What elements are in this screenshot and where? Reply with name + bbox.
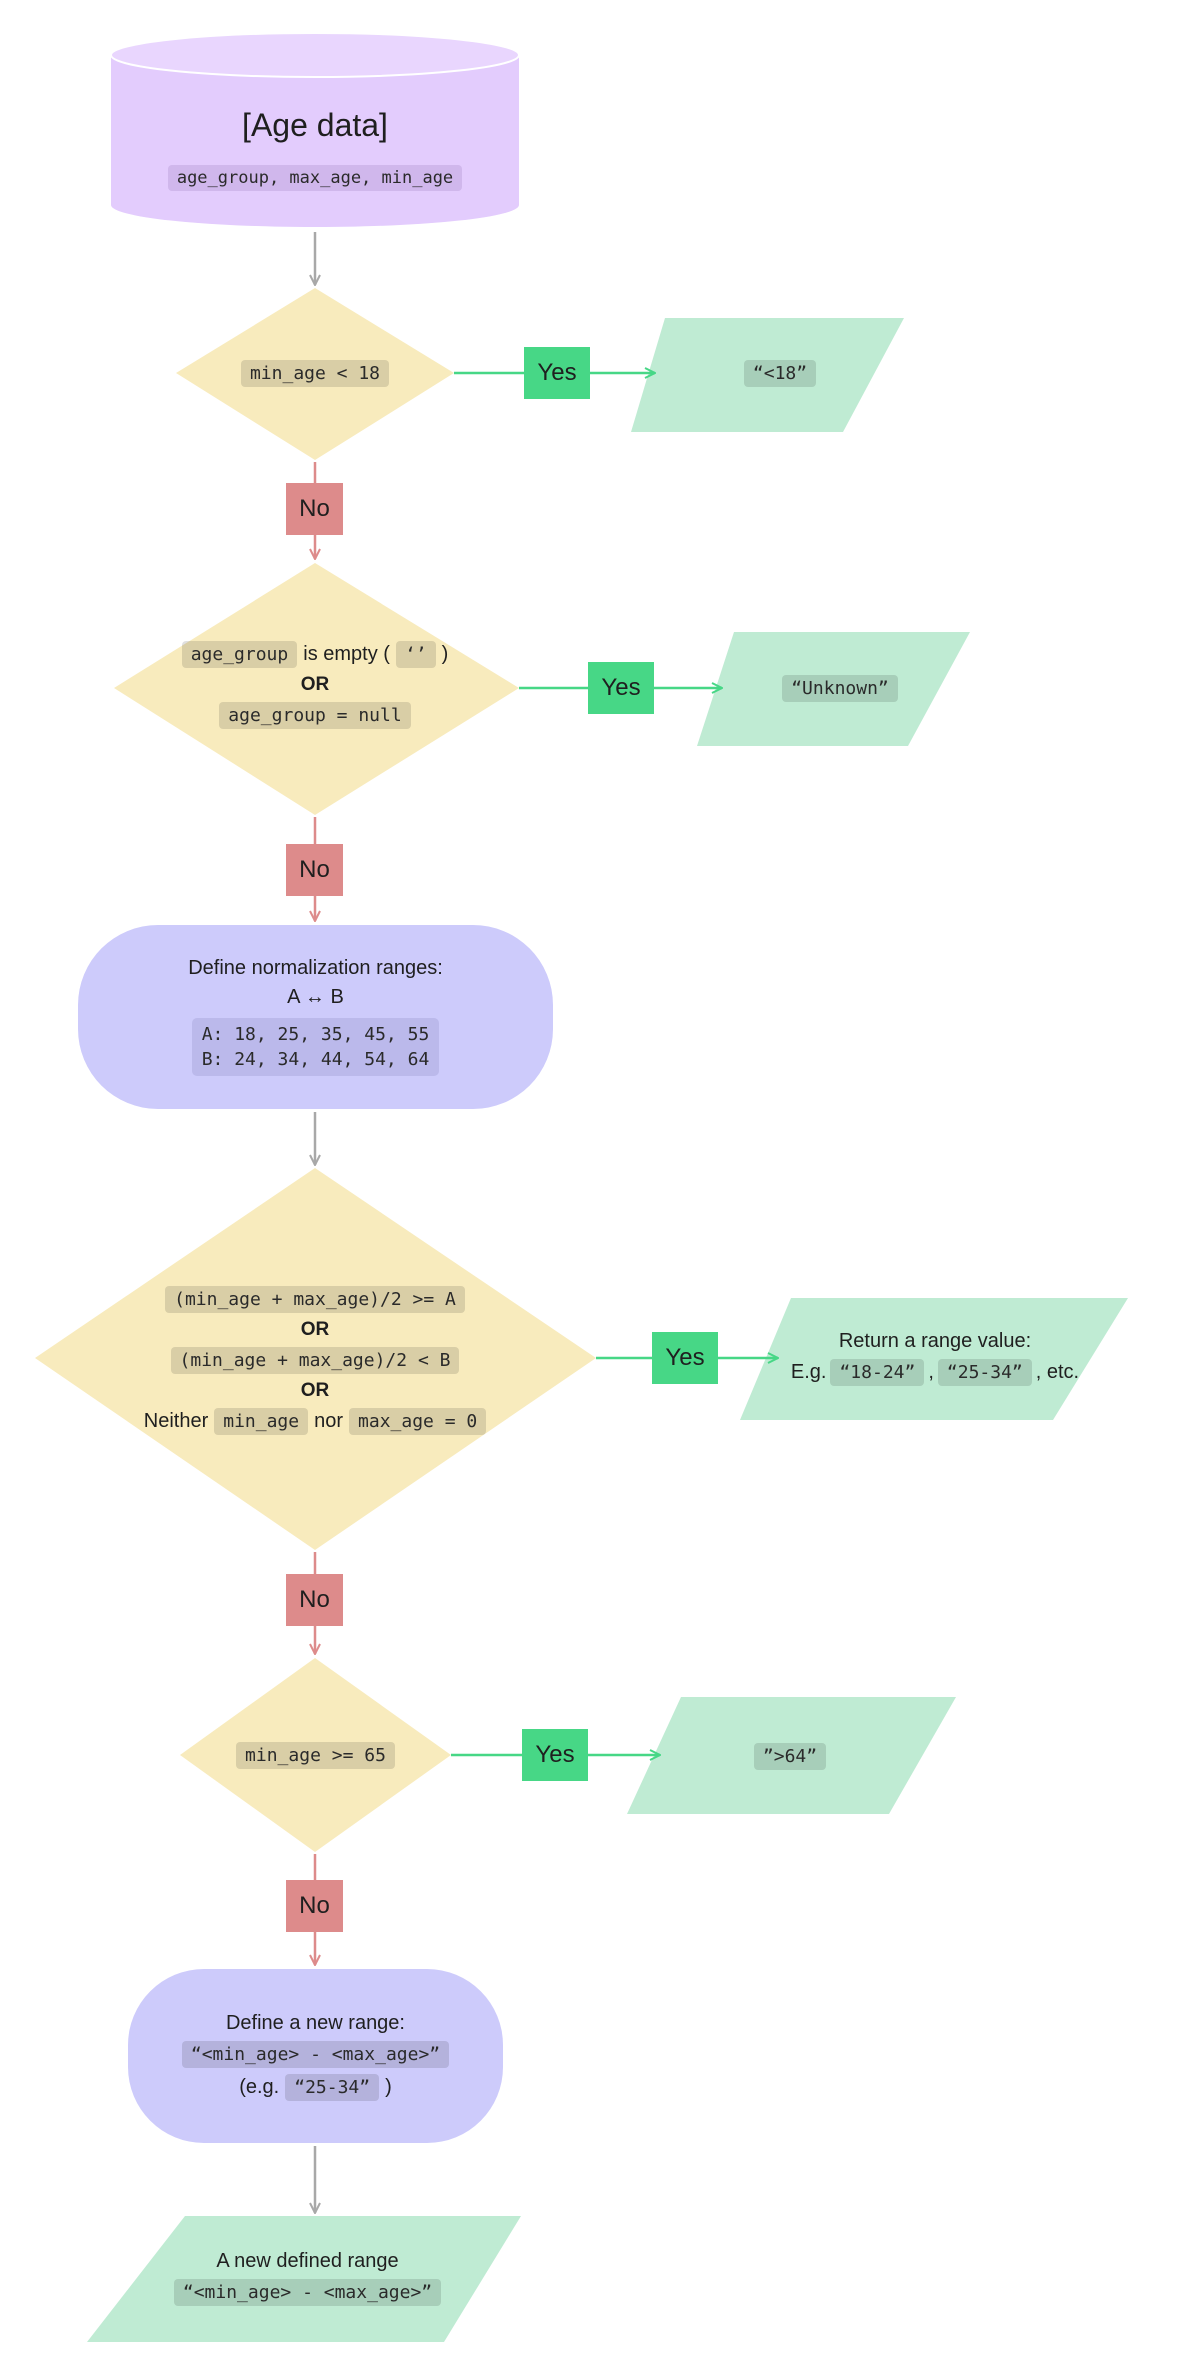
output-new-range-shape [87,2216,521,2342]
code-max-age-zero: max_age = 0 [349,1407,487,1435]
decision-min-age-under-18 [176,288,454,460]
yes-label-2: Yes [588,662,654,714]
process-new-range-shape [128,1969,503,2143]
example-18-24: “18-24” [830,1359,925,1386]
condition-min-age-under-18: min_age < 18 [240,359,390,387]
condition-min-age-65: min_age >= 65 [236,1741,395,1769]
example-25-34: “25-34” [937,1359,1032,1386]
new-range-code: “<min_age> - <max_age>” [181,2040,450,2068]
or-label: OR [300,674,330,695]
output-over-64-shape [627,1697,956,1814]
text-comma: , [928,1361,934,1383]
normalization-code-block: A: 18, 25, 35, 45, 55 B: 24, 34, 44, 54,… [191,1018,440,1076]
normalization-title: Define normalization ranges: [188,957,443,979]
output-range-value: Return a range value: E.g. “18-24” , “25… [770,1318,1100,1398]
new-range-title: Define a new range: [225,2011,405,2034]
yes-label-3: Yes [652,1332,718,1384]
text-etc: , etc. [1035,1361,1080,1383]
decision-1-text: min_age < 18 [176,353,454,393]
output-new-range: A new defined range “<min_age> - <max_ag… [130,2240,485,2316]
decision-age-group-empty [114,563,519,815]
process-normalization-shape [78,925,553,1109]
code-empty-quotes: ‘’ [395,641,436,668]
range-value-title: Return a range value: [838,1330,1032,1352]
no-label-4: No [286,1880,343,1932]
text-neither: Neither [143,1409,209,1432]
database-title: [Age data] [242,106,388,143]
database-node: [Age data] age_group, max_age, min_age [111,85,519,215]
text-close-paren: ) [441,643,449,665]
text-eg-close: ) [385,2075,392,2098]
decision-4-text: min_age >= 65 [180,1735,451,1775]
output-unknown: “Unknown” [740,670,940,706]
output-under-18: “<18” [680,355,880,391]
output-over-64: ”>64” [690,1738,890,1774]
no-label-2: No [286,844,343,896]
range-b: B: 24, 34, 44, 54, 64 [201,1049,430,1070]
code-age-group-null: age_group = null [219,702,411,729]
code-min-age: min_age [214,1407,309,1435]
database-fields: age_group, max_age, min_age [167,164,463,191]
output-range-value-shape [740,1298,1128,1420]
no-label-1: No [286,483,343,535]
normalization-ab: A ↔ B [287,986,344,1008]
output-over-64-value: ”>64” [753,1742,827,1770]
database-shape [110,32,520,227]
example-new-range: “25-34” [285,2073,380,2101]
decision-min-age-65 [180,1658,451,1852]
or-label-1: OR [300,1318,330,1340]
new-defined-range-code: “<min_age> - <max_age>” [173,2279,442,2306]
process-normalization: Define normalization ranges: A ↔ B A: 18… [78,940,553,1090]
text-is-empty: is empty ( [303,643,390,665]
yes-label-4: Yes [522,1729,588,1781]
output-unknown-value: “Unknown” [782,674,898,702]
output-unknown-shape [697,632,970,746]
output-under-18-shape [631,318,904,432]
decision-range-match [35,1168,596,1550]
text-eg: E.g. [790,1361,827,1383]
no-label-3: No [286,1574,343,1626]
or-label-2: OR [300,1379,330,1401]
text-eg-open: (e.g. [239,2075,280,2098]
range-a: A: 18, 25, 35, 45, 55 [201,1024,430,1045]
yes-label-1: Yes [524,347,590,399]
decision-3-text: (min_age + max_age)/2 >= A OR (min_age +… [100,1285,530,1435]
new-defined-range-title: A new defined range [216,2250,399,2272]
code-age-group: age_group [181,641,298,668]
output-under-18-value: “<18” [743,359,817,387]
condition-avg-gte-a: (min_age + max_age)/2 >= A [165,1285,465,1313]
condition-avg-lt-b: (min_age + max_age)/2 < B [170,1346,460,1374]
decision-2-text: age_group is empty ( ‘’ ) OR age_group =… [150,630,480,740]
process-new-range: Define a new range: “<min_age> - <max_ag… [128,1990,503,2122]
text-nor: nor [314,1409,344,1432]
